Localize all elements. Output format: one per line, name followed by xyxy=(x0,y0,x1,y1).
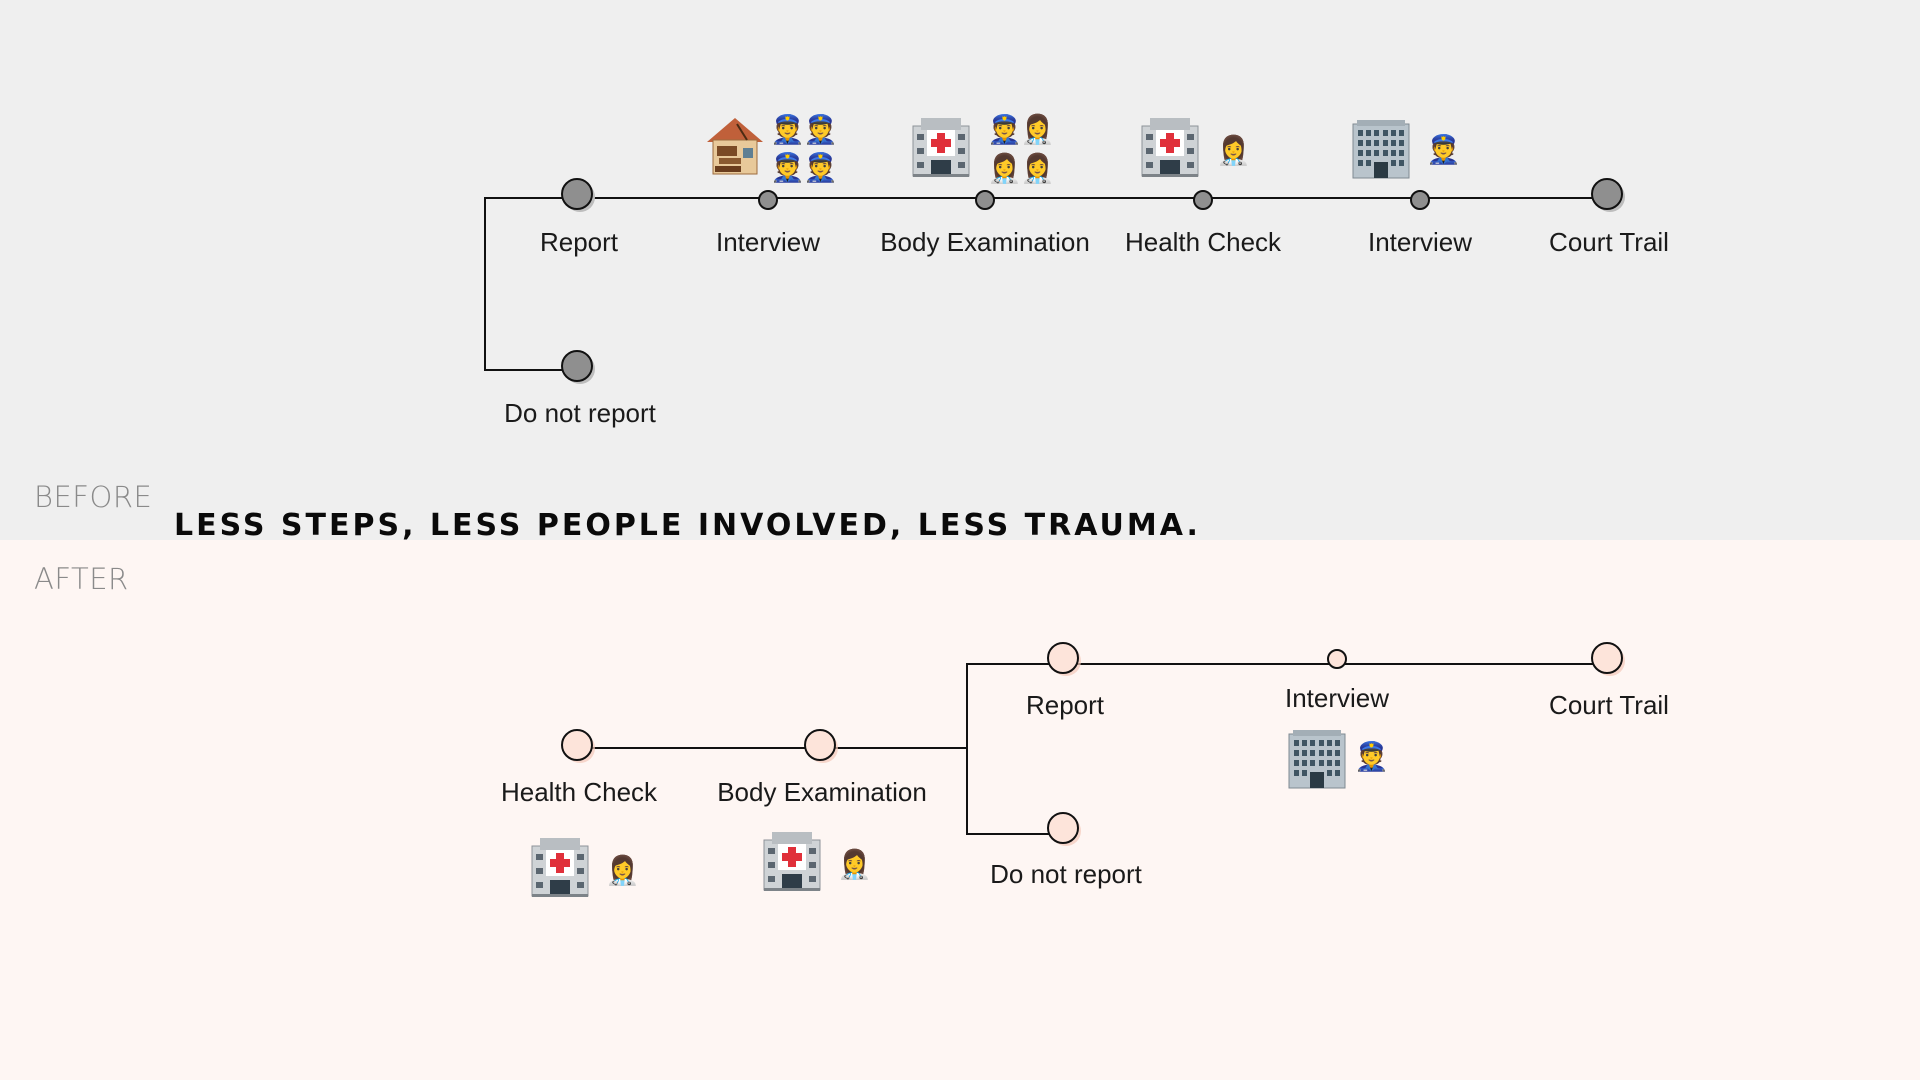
office-building-icon xyxy=(1352,119,1410,179)
after-label-do-not-report: Do not report xyxy=(990,859,1142,889)
after-node-interview xyxy=(1327,649,1347,669)
before-node-do-not-report xyxy=(561,350,595,384)
after-node-court-trail xyxy=(1591,642,1625,676)
police-officer-icon: 👮 xyxy=(987,113,1022,146)
after-node-do-not-report xyxy=(1047,812,1081,846)
section-title-after: AFTER xyxy=(34,562,129,596)
health-worker-icon: 👩‍⚕️ xyxy=(987,152,1022,185)
before-label-report: Report xyxy=(539,227,619,257)
health-worker-icon: 👩‍⚕️ xyxy=(1216,134,1251,167)
tagline: LESS STEPS, LESS PEOPLE INVOLVED, LESS T… xyxy=(174,508,1201,543)
health-worker-icon: 👩‍⚕️ xyxy=(837,848,872,881)
after-label-health-check: Health Check xyxy=(500,777,658,807)
after-label-report: Report xyxy=(1025,690,1105,720)
before-connectors xyxy=(484,197,1608,371)
before-node-report xyxy=(561,178,595,212)
after-label-interview: Interview xyxy=(1284,683,1390,713)
hospital-icon xyxy=(1141,117,1199,178)
hospital-icon xyxy=(531,837,589,898)
after-nodes xyxy=(561,642,1625,846)
before-node-body-examination xyxy=(975,190,995,210)
before-label-interview-2: Interview xyxy=(1367,227,1473,257)
hospital-icon xyxy=(912,117,970,178)
police-officer-icon: 👮 xyxy=(1354,740,1389,773)
health-worker-icon: 👩‍⚕️ xyxy=(1020,152,1055,185)
before-label-do-not-report: Do not report xyxy=(504,398,656,428)
after-label-body-examination: Body Examination xyxy=(717,777,927,807)
health-worker-icon: 👩‍⚕️ xyxy=(1020,113,1055,146)
police-officer-icon: 👮 xyxy=(770,113,805,146)
before-label-body-examination: Body Examination xyxy=(880,227,1090,257)
police-officer-icon: 👮 xyxy=(1426,133,1461,166)
section-title-before: BEFORE xyxy=(34,480,153,514)
before-panel xyxy=(0,0,1920,540)
after-node-body-examination xyxy=(804,729,838,763)
after-node-report xyxy=(1047,642,1081,676)
hospital-icon xyxy=(763,831,821,892)
health-worker-icon: 👩‍⚕️ xyxy=(605,854,640,887)
police-officer-icon: 👮 xyxy=(803,113,838,146)
after-node-health-check xyxy=(561,729,595,763)
office-building-icon xyxy=(1288,729,1346,789)
after-label-court-trail: Court Trail xyxy=(1549,690,1669,720)
before-node-interview-2 xyxy=(1410,190,1430,210)
before-label-interview-1: Interview xyxy=(715,227,821,257)
before-label-court-trail: Court Trail xyxy=(1549,227,1669,257)
before-node-court-trail xyxy=(1591,178,1625,212)
police-officer-icon: 👮 xyxy=(803,151,838,184)
before-node-interview-1 xyxy=(758,190,778,210)
before-label-health-check: Health Check xyxy=(1124,227,1282,257)
after-panel xyxy=(0,540,1920,1080)
before-node-health-check xyxy=(1193,190,1213,210)
police-officer-icon: 👮 xyxy=(770,151,805,184)
before-nodes xyxy=(561,178,1625,384)
house-icon xyxy=(706,117,764,175)
